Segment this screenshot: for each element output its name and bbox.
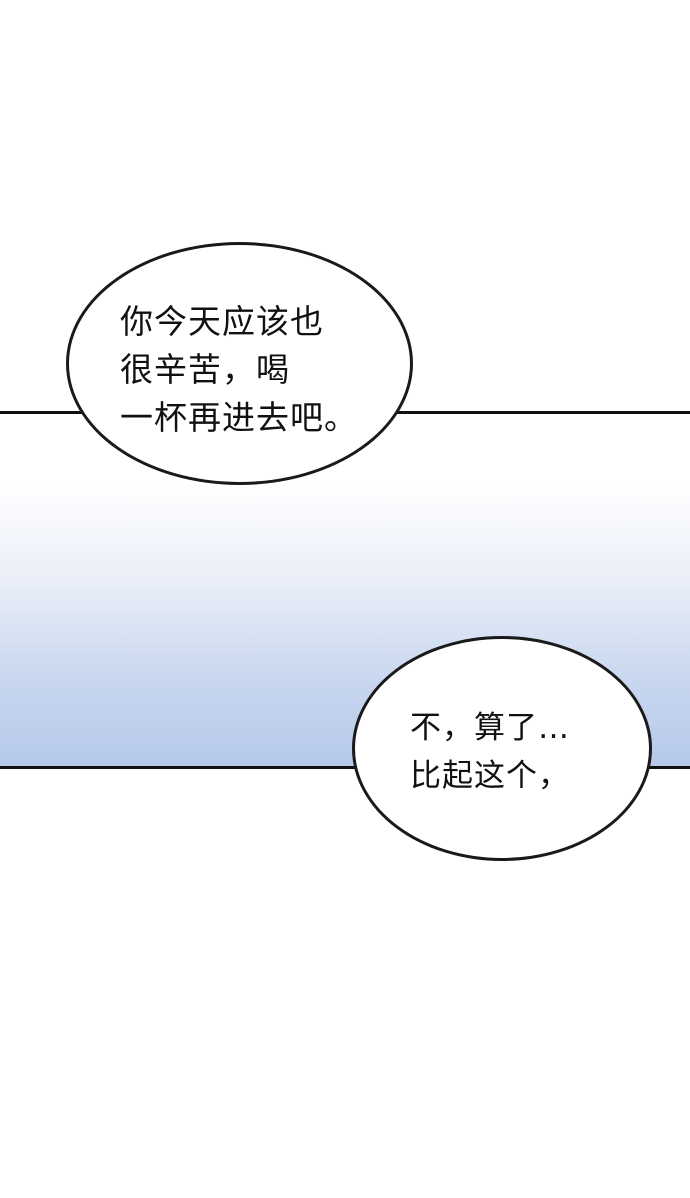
- speech-line: 不，算了…: [410, 710, 570, 746]
- panel-border-bottom: [0, 766, 690, 769]
- speech-bubble-1-text: 你今天应该也 很辛苦，喝 一杯再进去吧。: [120, 298, 358, 442]
- speech-bubble-2-text: 不，算了… 比起这个，: [410, 704, 570, 800]
- speech-line: 比起这个，: [410, 758, 570, 794]
- speech-bubble-2: [352, 636, 652, 861]
- speech-line: 你今天应该也: [120, 302, 324, 341]
- speech-line: 一杯再进去吧。: [120, 398, 358, 437]
- speech-line: 很辛苦，喝: [120, 350, 290, 389]
- speech-bubble-1: [66, 242, 413, 485]
